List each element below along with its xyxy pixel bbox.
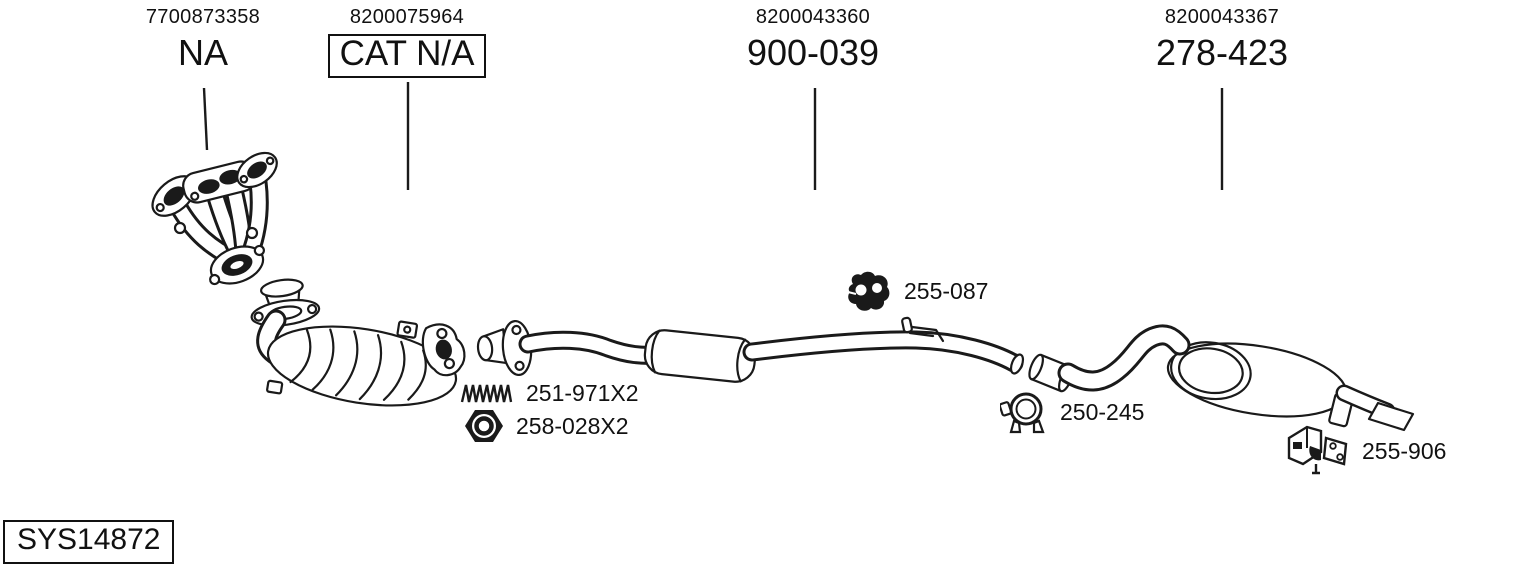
tailpipe-tip: [1367, 401, 1415, 432]
callout-spring: 251-971X2: [460, 380, 639, 407]
leader-lines: [202, 82, 1224, 190]
callout-rubber-hanger: 255-087: [846, 270, 988, 312]
callout-mounting-bracket: 255-906: [1286, 422, 1446, 480]
part-number: 251-971X2: [526, 380, 639, 406]
system-id-box: SYS14872: [3, 520, 175, 564]
callout-manifold: 7700873358 NA: [112, 6, 294, 72]
system-id: SYS14872: [17, 523, 161, 556]
oe-ref-number: 8200043367: [1164, 6, 1280, 28]
part-code: 900-039: [746, 32, 880, 73]
exhaust-manifold: [151, 151, 278, 286]
part-code: 278-423: [1155, 32, 1289, 73]
callout-center-pipe: 8200043360 900-039: [722, 6, 904, 72]
center-pipe-resonator: [476, 316, 1025, 383]
part-number: 255-906: [1362, 437, 1447, 464]
oe-ref-number: 7700873358: [145, 6, 261, 28]
rear-silencer-assembly: [1057, 324, 1415, 432]
callout-catalyst: 8200075964 CAT N/A: [316, 6, 498, 78]
oe-ref-number: 8200075964: [349, 6, 465, 28]
rubber-hanger-icon: [847, 271, 890, 311]
callout-pipe-clamp: 250-245: [1000, 390, 1144, 434]
part-number: 258-028X2: [516, 412, 629, 439]
mounting-bracket-icon: [1287, 425, 1348, 475]
part-number: 250-245: [1060, 398, 1145, 425]
oe-ref-number: 8200043360: [755, 6, 871, 28]
catalytic-converter-downpipe: [250, 278, 466, 407]
callout-nut: 258-028X2: [464, 408, 629, 444]
pipe-hanger-hook: [901, 316, 945, 343]
pipe-clamp-icon: [1000, 392, 1045, 434]
part-code-boxed: CAT N/A: [327, 34, 487, 78]
part-number: 255-087: [904, 277, 989, 304]
nut-icon: [465, 410, 503, 442]
part-code: NA: [177, 32, 228, 73]
spring-icon: [460, 384, 513, 402]
callout-rear-silencer: 8200043367 278-423: [1131, 6, 1313, 72]
